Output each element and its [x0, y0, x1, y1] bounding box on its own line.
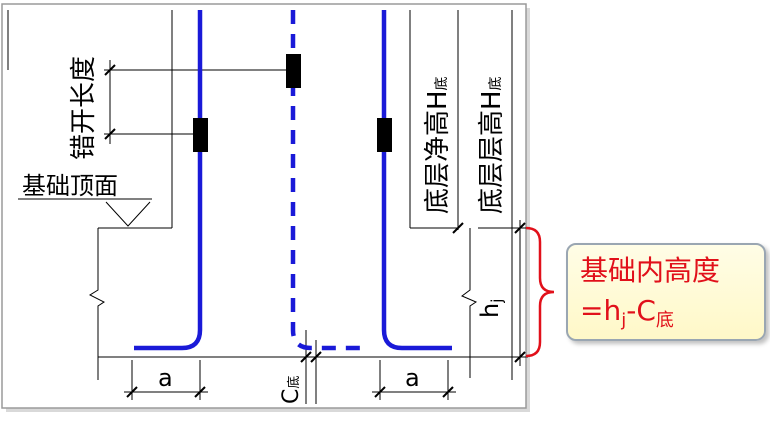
right-break-line: [461, 228, 478, 378]
a-right-label: a: [405, 364, 420, 392]
formula-sub-j: j: [621, 310, 627, 331]
rebar-group: [134, 10, 452, 351]
coupler-middle: [286, 54, 301, 88]
right-rebar: [381, 10, 452, 351]
foundation-top-label: 基础顶面: [22, 172, 118, 200]
coupler-left: [193, 118, 208, 152]
callout-title: 基础内高度: [580, 254, 721, 287]
floor-height-label: 底层层高H底: [477, 76, 507, 214]
frame-border: [1, 3, 527, 409]
left-rebar: [134, 10, 203, 351]
clear-height-label: 底层净高H底: [423, 76, 453, 214]
cover-label: C底: [279, 376, 304, 404]
dimension-ticks: [104, 64, 526, 398]
lap-length-label: 错开长度: [69, 56, 99, 160]
coupler-right: [377, 118, 392, 152]
middle-rebar-dashed: [290, 10, 364, 351]
formula-mid: -C: [626, 294, 656, 327]
thin-lines: [7, 10, 528, 404]
hj-label: hj: [476, 299, 506, 318]
formula-sub-di: 底: [655, 310, 674, 331]
callout-box: 基础内高度 =hj-C底: [566, 243, 766, 341]
left-break-line: [88, 228, 105, 380]
formula-prefix: =h: [580, 294, 622, 327]
couplers: [193, 54, 392, 152]
level-marker: [105, 201, 151, 227]
callout-formula: =hj-C底: [580, 291, 752, 341]
a-left-label: a: [158, 364, 173, 392]
hj-bracket: [525, 226, 555, 358]
